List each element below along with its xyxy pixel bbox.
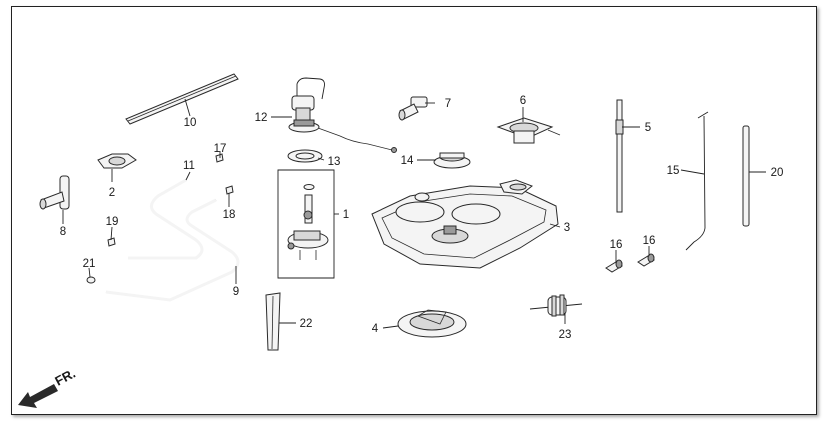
callout-3: 3 [564, 222, 570, 234]
callout-8: 8 [60, 226, 66, 238]
callout-5: 5 [645, 122, 651, 134]
callout-19: 19 [106, 216, 119, 228]
callout-7: 7 [445, 98, 451, 110]
part-11-hose [128, 178, 204, 260]
part-20-tube [742, 125, 750, 227]
callout-9: 9 [233, 286, 239, 298]
callout-4: 4 [372, 323, 379, 335]
part-15-cable [685, 111, 709, 251]
callout-16-right: 16 [643, 235, 656, 247]
callout-6: 6 [520, 95, 526, 107]
callout-13: 13 [328, 156, 341, 168]
callout-14: 14 [401, 155, 414, 167]
callout-2: 2 [109, 187, 115, 199]
callout-1: 1 [343, 209, 349, 221]
part-14-cap [433, 152, 471, 169]
callout-23: 23 [559, 329, 572, 341]
part-16-bolt-a [605, 259, 623, 273]
part-6-flange [496, 117, 561, 144]
part-5-rod [615, 99, 624, 213]
part-17-clip [215, 153, 224, 163]
callout-22: 22 [300, 318, 313, 330]
part-3-tank [371, 179, 559, 269]
part-12-fuel-pump [288, 77, 397, 153]
callout-21: 21 [83, 258, 96, 270]
callout-10: 10 [184, 117, 197, 129]
part-13-gasket [287, 149, 323, 163]
part-4-tray [397, 309, 467, 338]
front-direction-arrow-icon [18, 384, 58, 408]
front-direction-label: FR. [52, 366, 78, 389]
part-21-clip [86, 276, 96, 284]
part-23-damper [529, 294, 583, 317]
callout-18: 18 [223, 209, 236, 221]
callout-17: 17 [214, 143, 227, 155]
diagram-frame [11, 6, 817, 415]
part-9-hose [105, 198, 240, 302]
part-7-elbow [398, 96, 428, 121]
part-19-clip [107, 237, 116, 247]
callout-15: 15 [667, 165, 680, 177]
callout-16-left: 16 [610, 239, 623, 251]
callout-11: 11 [183, 160, 195, 172]
part-18-clip [225, 185, 234, 195]
callout-12: 12 [255, 112, 268, 124]
part-22-sleeve [265, 292, 281, 351]
part-10-strip [125, 73, 239, 125]
part-1-box [277, 169, 335, 279]
part-8-tee [39, 175, 70, 210]
callout-20: 20 [771, 167, 784, 179]
part-2-clamp [97, 153, 137, 169]
leader-lines [62, 98, 766, 329]
part-16-bolt-b [637, 253, 655, 267]
